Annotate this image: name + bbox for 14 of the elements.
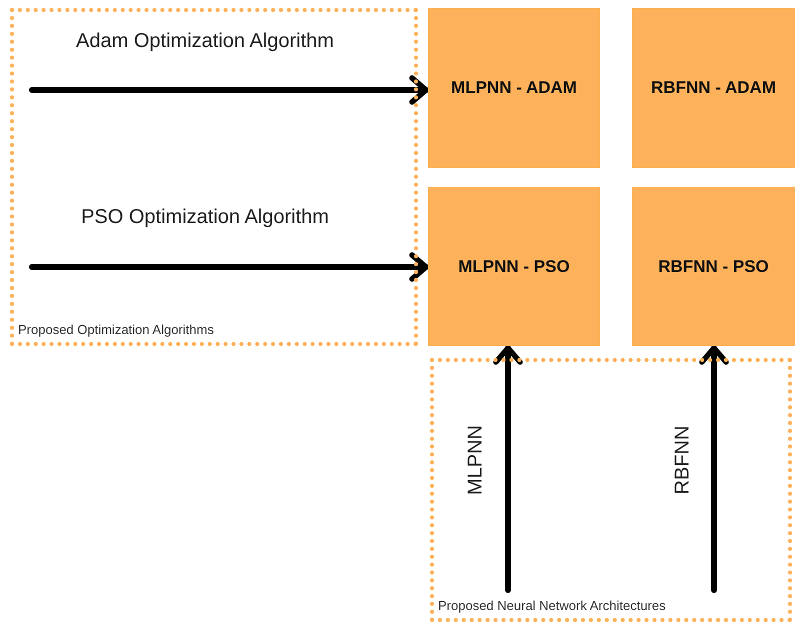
group-caption: Proposed Neural Network Architectures — [438, 598, 666, 613]
model-name: MLPNN - ADAM — [451, 78, 577, 98]
model-box — [428, 187, 600, 346]
arrow — [699, 345, 729, 593]
model-box — [632, 187, 795, 346]
group-caption: Proposed Optimization Algorithms — [18, 322, 214, 337]
model-name: MLPNN - PSO — [458, 256, 570, 276]
arrow — [29, 75, 429, 105]
model-name: RBFNN - ADAM — [651, 78, 776, 98]
model-box — [428, 8, 600, 168]
model-box — [632, 8, 795, 168]
arrow — [493, 345, 523, 593]
arrow — [29, 252, 429, 282]
model-name: RBFNN - PSO — [658, 256, 769, 276]
